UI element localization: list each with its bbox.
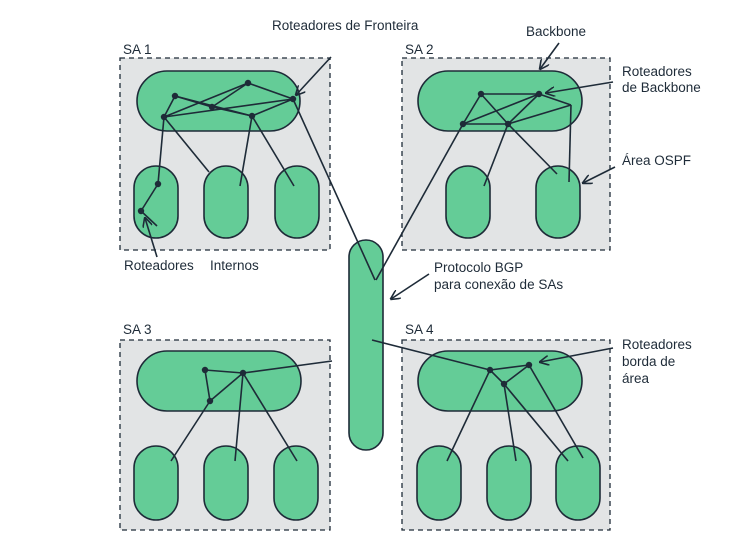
arrow-ospf-area [583,166,616,183]
label-area-border-2: borda de [622,354,675,369]
arrow-backbone-routers [546,81,614,93]
arrow-bgp [391,273,430,299]
router-node [208,103,216,111]
bgp-connector [348,239,384,451]
label-internal-word: Internos [210,258,259,273]
router-node [535,90,543,98]
label-border-routers: Roteadores de Fronteira [272,18,419,33]
router-node [244,79,252,87]
as1-backbone [136,70,301,132]
router-node [171,92,179,100]
router-node [201,366,209,374]
as2-area-2 [535,165,581,239]
router-node [137,207,145,215]
as1-links [140,82,376,281]
router-node [154,180,162,188]
as4-links [371,339,584,462]
router-node [486,366,494,374]
routers [137,79,543,405]
annotation-arrows [145,42,616,362]
label-area-border-1: Roteadores [622,337,692,352]
label-bgp-2: para conexão de SAs [434,277,563,292]
arrow-internal-routers [145,218,158,258]
label-backbone: Backbone [526,24,586,39]
as-label-2: SA 2 [405,42,434,57]
router-node [160,113,168,121]
as2-links [375,93,572,281]
as3-area-1 [133,445,179,521]
router-node [477,90,485,98]
as3-backbone [136,350,302,412]
as-label-1: SA 1 [123,42,152,57]
router-node [525,361,533,369]
as2-area-1 [445,165,491,239]
label-backbone-routers-2: de Backbone [622,80,701,95]
as3-area-3 [273,445,319,521]
as1-area-3 [274,165,320,239]
label-area-border-3: área [622,371,650,386]
router-node [459,120,467,128]
as4-area-2 [486,445,532,521]
as4-area-1 [416,445,462,521]
as4-area-3 [555,445,601,521]
as1-area-1 [133,165,179,239]
as3-links [170,360,333,462]
label-backbone-routers-1: Roteadores [622,64,692,79]
router-node [289,95,297,103]
arrow-border-routers [296,56,332,95]
label-internal-routers: Roteadores [124,258,194,273]
router-node [248,112,256,120]
as2-backbone [417,70,583,132]
label-ospf-area: Área OSPF [622,153,691,168]
arrow-area-border-routers [540,347,614,362]
router-node [206,397,214,405]
router-node [239,369,247,377]
arrow-backbone [540,42,560,69]
as1-area-2 [203,165,249,239]
router-node [504,120,512,128]
as-label-3: SA 3 [123,322,152,337]
label-bgp-1: Protocolo BGP [434,260,523,275]
as-label-4: SA 4 [405,322,434,337]
as3-area-2 [203,445,249,521]
router-node [500,380,508,388]
